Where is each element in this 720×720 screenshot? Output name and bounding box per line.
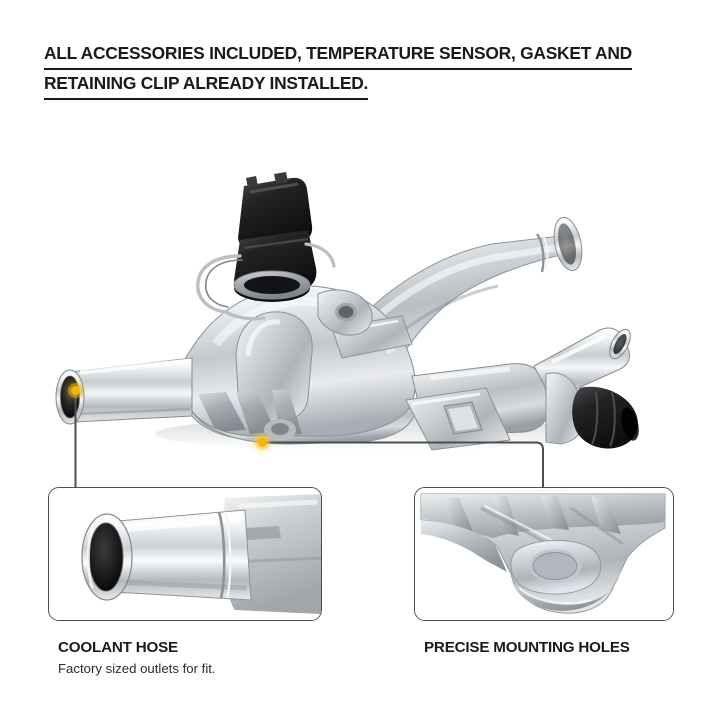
caption-coolant-hose: COOLANT HOSE Factory sized outlets for f… <box>58 638 358 678</box>
caption-title-coolant-hose: COOLANT HOSE <box>58 639 178 656</box>
headline-line-1: ALL ACCESSORIES INCLUDED, TEMPERATURE SE… <box>44 40 672 70</box>
detail-panel-mounting-holes <box>414 487 674 621</box>
detail-panel-coolant-hose <box>48 487 322 621</box>
coolant-hose-closeup-illustration <box>49 488 321 620</box>
headline-line-2: RETAINING CLIP ALREADY INSTALLED. <box>44 70 672 100</box>
caption-title-mounting-holes: PRECISE MOUNTING HOLES <box>424 639 630 656</box>
product-image <box>40 148 680 460</box>
caption-subtitle-coolant-hose: Factory sized outlets for fit. <box>58 661 216 676</box>
mounting-flange-closeup-illustration <box>415 488 673 620</box>
headline: ALL ACCESSORIES INCLUDED, TEMPERATURE SE… <box>44 40 672 100</box>
caption-mounting-holes: PRECISE MOUNTING HOLES <box>424 638 704 657</box>
thermostat-housing-illustration <box>55 172 639 451</box>
